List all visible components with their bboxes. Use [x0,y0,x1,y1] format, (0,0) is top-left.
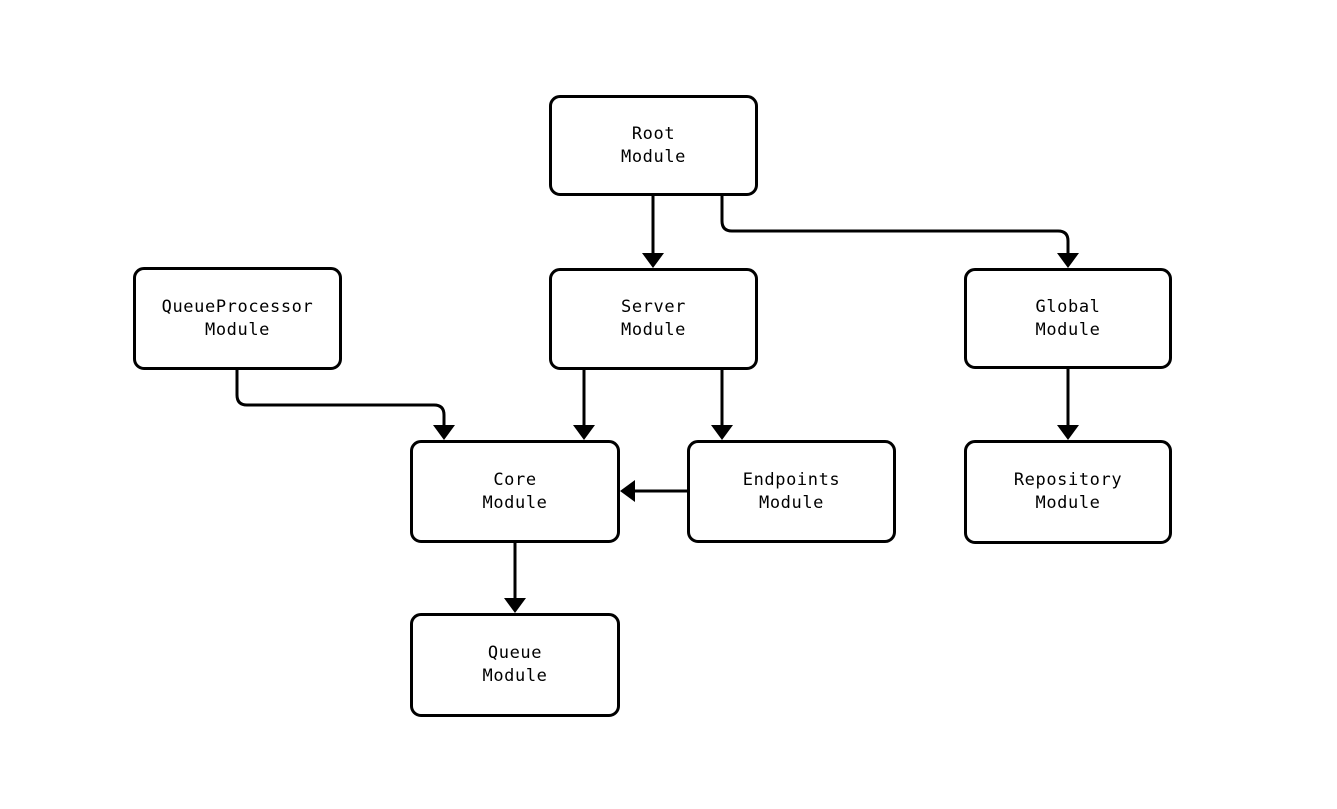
arrowhead [620,480,635,502]
edge-root-to-global [720,196,1079,268]
node-label-primary: Repository [1013,470,1123,490]
edge-server-to-endpoints [711,370,733,440]
node-label-secondary: Module [620,146,686,167]
node-label-primary: Core [493,469,537,490]
node-label-primary: Endpoints [742,469,841,490]
arrowhead [573,425,595,440]
node-label-primary: Global [1035,296,1101,317]
node-label-secondary: Module [620,320,686,340]
arrowhead [1057,425,1079,440]
edge-core-to-queue [504,543,526,613]
edge-server-to-core [573,370,595,440]
edge-global-to-repository [1057,369,1079,440]
node-label-primary: QueueProcessor [161,296,314,317]
node-label-secondary: Module [1035,319,1101,340]
arrowhead [433,425,455,440]
arrowhead [642,253,664,268]
node-label-secondary: Module [482,492,548,513]
node-label-primary: Queue [487,643,543,663]
arrowhead [504,598,526,613]
node-label-secondary: Module [204,319,270,340]
edge-endpoints-to-core [620,480,687,502]
node-label-secondary: Module [1035,493,1101,513]
node-label-primary: Server [620,297,686,317]
node-label-primary: Root [631,123,676,144]
edge-line [235,370,446,430]
edge-line [720,196,1070,258]
edge-queueprocessor-to-core [235,370,455,440]
arrowhead [1057,253,1079,268]
node-label-secondary: Module [482,666,548,686]
node-label-secondary: Module [758,492,824,513]
arrowhead [711,425,733,440]
edge-root-to-server [642,196,664,268]
